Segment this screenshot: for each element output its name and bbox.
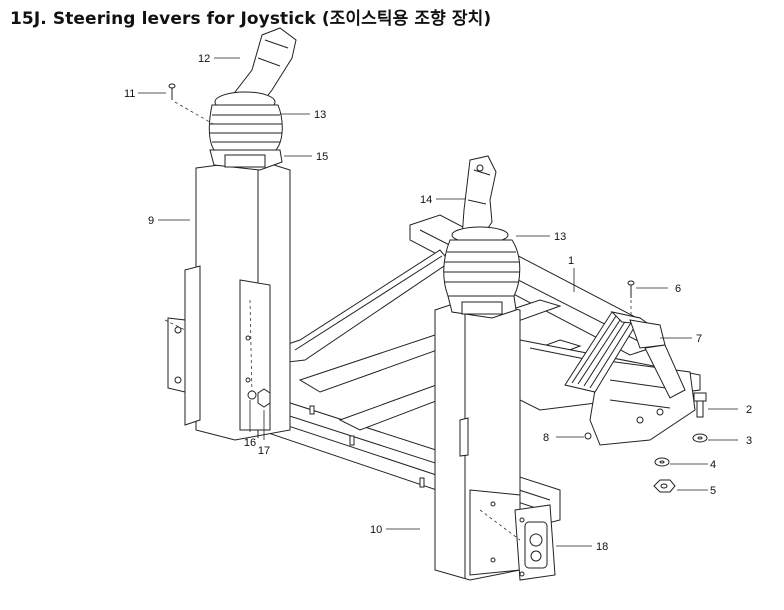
callout-14: 14 xyxy=(420,194,466,206)
callout-6: 6 xyxy=(636,283,681,295)
callout-label: 18 xyxy=(596,541,608,553)
right-column xyxy=(434,299,556,581)
callout-16: 16 xyxy=(244,400,256,449)
callout-12: 12 xyxy=(198,53,240,65)
callout-4: 4 xyxy=(670,459,716,471)
page-title: 15J. Steering levers for Joystick (조이스틱용… xyxy=(10,9,492,29)
callout-label: 6 xyxy=(675,283,681,295)
callout-7: 7 xyxy=(660,333,702,345)
callout-1: 1 xyxy=(568,255,575,292)
right-joystick xyxy=(443,155,521,319)
callout-3: 3 xyxy=(708,435,752,447)
left-joystick xyxy=(168,27,297,171)
callout-13-left: 13 xyxy=(280,109,326,121)
callout-label: 17 xyxy=(258,445,270,457)
pedal-plate xyxy=(564,311,686,399)
callout-label: 8 xyxy=(543,432,549,444)
callout-9: 9 xyxy=(148,215,190,227)
left-column xyxy=(164,159,291,441)
hardware xyxy=(247,280,708,493)
callout-11: 11 xyxy=(124,88,166,100)
callout-17: 17 xyxy=(258,410,270,457)
callout-label: 11 xyxy=(124,88,135,100)
callout-15: 15 xyxy=(284,151,328,163)
callout-label: 16 xyxy=(244,437,256,449)
callout-label: 14 xyxy=(420,194,432,206)
callout-label: 1 xyxy=(568,255,574,267)
callout-18: 18 xyxy=(556,541,608,553)
callout-label: 13 xyxy=(314,109,326,121)
callout-label: 7 xyxy=(696,333,702,345)
callout-label: 13 xyxy=(554,231,566,243)
callout-2: 2 xyxy=(708,404,752,416)
callout-label: 12 xyxy=(198,53,210,65)
callout-5: 5 xyxy=(677,485,716,497)
callout-label: 2 xyxy=(746,404,752,416)
callout-label: 4 xyxy=(710,459,716,471)
callout-label: 3 xyxy=(746,435,752,447)
callout-label: 9 xyxy=(148,215,154,227)
callout-10: 10 xyxy=(370,524,420,536)
callout-label: 10 xyxy=(370,524,382,536)
callout-13-right: 13 xyxy=(516,231,566,243)
callout-label: 5 xyxy=(710,485,716,497)
callout-8: 8 xyxy=(543,432,584,444)
callout-label: 15 xyxy=(316,151,328,163)
